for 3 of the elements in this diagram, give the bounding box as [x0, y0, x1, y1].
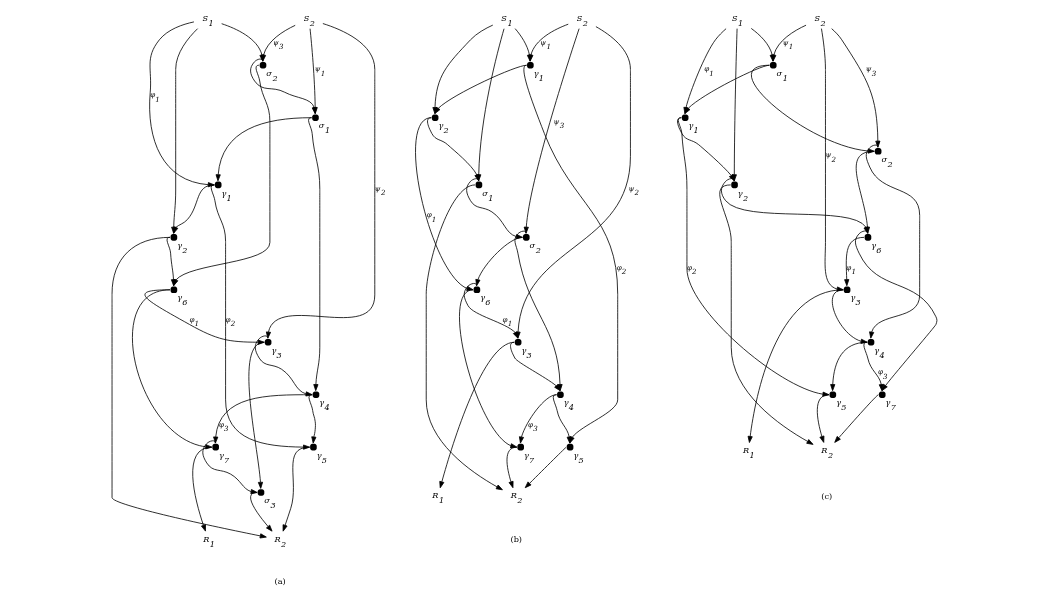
label: (a) [274, 575, 286, 586]
label: (b) [510, 534, 523, 545]
label: (c) [821, 490, 833, 501]
